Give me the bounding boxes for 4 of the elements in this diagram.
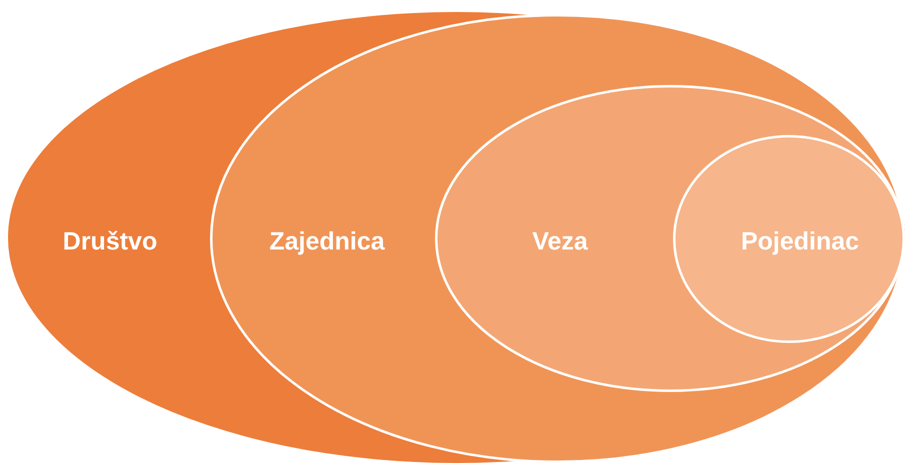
ellipse-label: Pojedinac (740, 228, 860, 256)
ellipse-label: Zajednica (269, 228, 385, 256)
ellipse-label: Veza (532, 228, 588, 256)
ellipse-label: Društvo (62, 228, 158, 256)
